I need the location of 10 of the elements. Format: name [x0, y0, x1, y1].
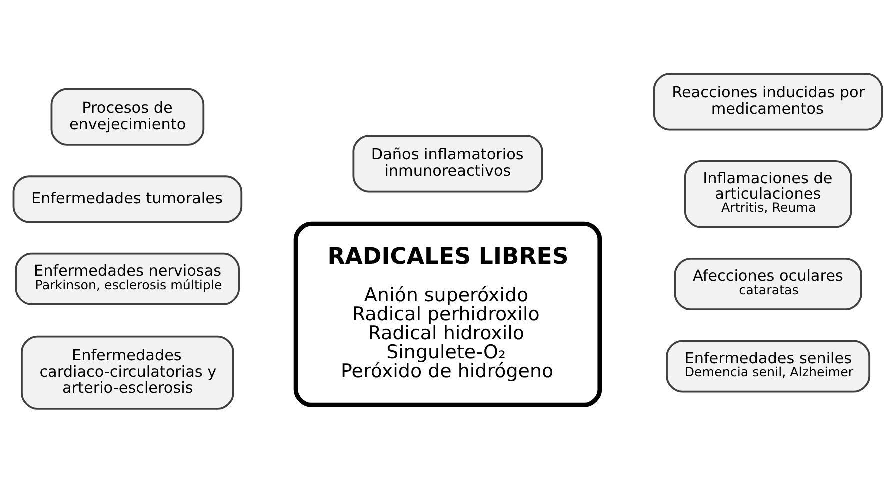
node-box: Inflamaciones de articulaciones Artritis, Reuma: [684, 160, 852, 228]
node-box: Procesos de envejecimiento: [50, 88, 205, 146]
node-box: Reacciones inducidas por medicamentos: [653, 73, 884, 131]
node-box: Enfermedades seniles Demencia senil, Alzheimer: [666, 340, 871, 393]
node-box: Enfermedades nerviosas Parkinson, esclerosis múltiple: [15, 252, 240, 306]
node-box: Enfermedades tumorales: [12, 176, 243, 224]
node-box: Enfermedades cardiaco-circulatorias y arterio-esclerosis: [21, 336, 234, 410]
node-box: Daños inflamatorios inmunoreactivos: [352, 135, 544, 193]
node-box: Afecciones oculares cataratas: [674, 258, 862, 310]
node-box: RADICALES LIBRES Anión superóxido Radical perhidroxilo Radical hidroxilo Singulete-O₂ Peróxido de hidrógeno: [294, 222, 602, 408]
